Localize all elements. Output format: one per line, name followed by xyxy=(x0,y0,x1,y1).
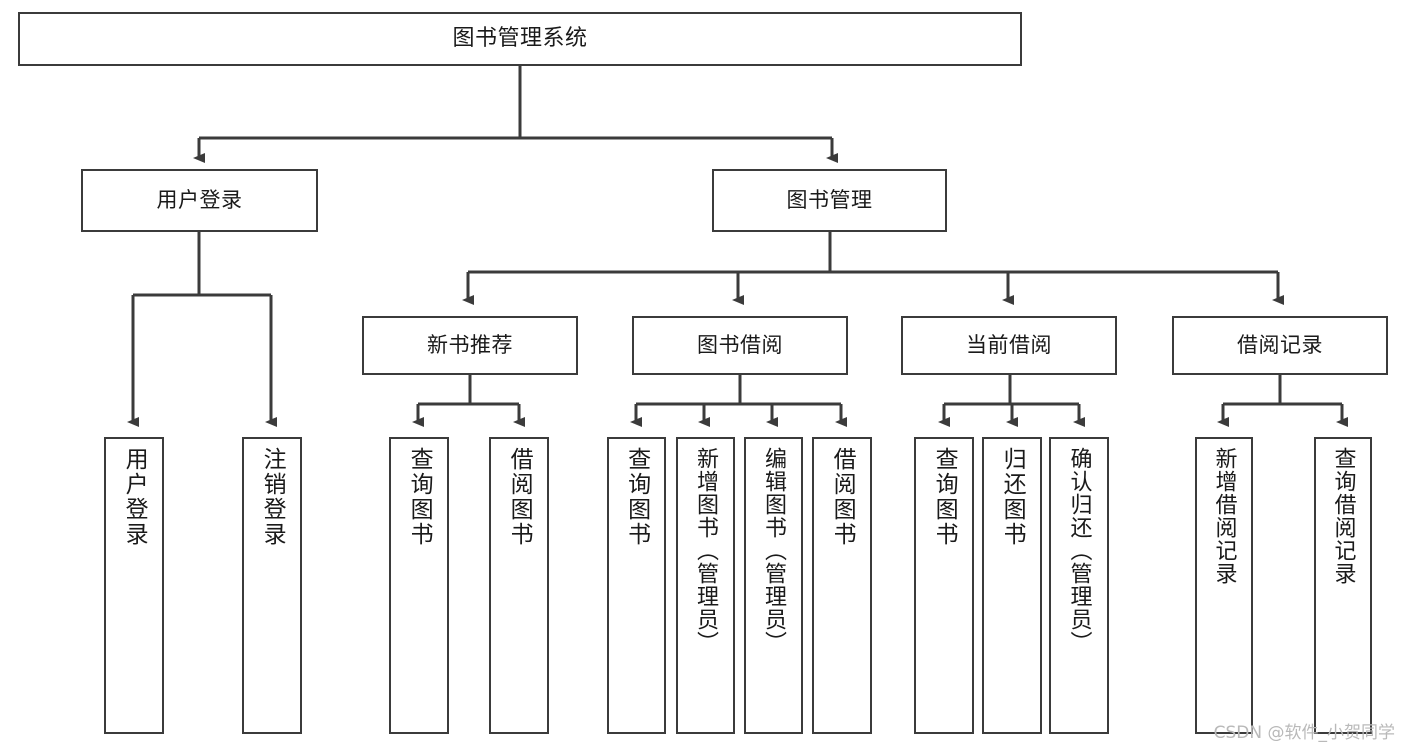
leaf-borrow-book-2[interactable]: 借阅图书 xyxy=(812,437,872,734)
node-book-manage[interactable]: 图书管理 xyxy=(712,169,947,232)
node-user-login[interactable]: 用户登录 xyxy=(81,169,318,232)
leaf-query-book-1[interactable]: 查询图书 xyxy=(389,437,449,734)
node-label: 用户登录 xyxy=(156,188,243,213)
node-new-book-rec[interactable]: 新书推荐 xyxy=(362,316,578,375)
node-label: 归还图书 xyxy=(999,447,1026,547)
node-label: 查询借阅记录 xyxy=(1330,447,1356,585)
node-current-borrow[interactable]: 当前借阅 xyxy=(901,316,1117,375)
node-label: 确认归还（管理员） xyxy=(1066,447,1092,654)
csdn-watermark: CSDN @软件_小贺同学 xyxy=(1213,723,1395,743)
node-borrow-record[interactable]: 借阅记录 xyxy=(1172,316,1388,375)
node-label: 图书管理系统 xyxy=(452,26,588,52)
node-label: 查询图书 xyxy=(623,447,650,547)
leaf-user-login[interactable]: 用户登录 xyxy=(104,437,164,734)
leaf-add-record[interactable]: 新增借阅记录 xyxy=(1195,437,1253,734)
node-book-borrow[interactable]: 图书借阅 xyxy=(632,316,848,375)
leaf-confirm-return[interactable]: 确认归还（管理员） xyxy=(1049,437,1109,734)
node-root-system[interactable]: 图书管理系统 xyxy=(18,12,1022,66)
node-label: 借阅图书 xyxy=(829,447,856,547)
node-label: 用户登录 xyxy=(121,447,148,547)
leaf-borrow-book-1[interactable]: 借阅图书 xyxy=(489,437,549,734)
leaf-query-record[interactable]: 查询借阅记录 xyxy=(1314,437,1372,734)
node-label: 新增图书（管理员） xyxy=(693,447,719,654)
leaf-query-book-3[interactable]: 查询图书 xyxy=(914,437,974,734)
node-label: 借阅图书 xyxy=(506,447,533,547)
leaf-add-book[interactable]: 新增图书（管理员） xyxy=(676,437,735,734)
node-label: 编辑图书（管理员） xyxy=(761,447,787,654)
node-label: 查询图书 xyxy=(931,447,958,547)
node-label: 图书借阅 xyxy=(697,333,783,358)
leaf-query-book-2[interactable]: 查询图书 xyxy=(607,437,666,734)
node-label: 借阅记录 xyxy=(1237,333,1323,358)
node-label: 注销登录 xyxy=(259,447,286,547)
leaf-user-logout[interactable]: 注销登录 xyxy=(242,437,302,734)
node-label: 新书推荐 xyxy=(427,333,513,358)
node-label: 新增借阅记录 xyxy=(1211,447,1237,585)
node-label: 图书管理 xyxy=(786,188,873,213)
node-label: 查询图书 xyxy=(406,447,433,547)
node-label: 当前借阅 xyxy=(966,333,1052,358)
leaf-return-book[interactable]: 归还图书 xyxy=(982,437,1042,734)
leaf-edit-book[interactable]: 编辑图书（管理员） xyxy=(744,437,803,734)
